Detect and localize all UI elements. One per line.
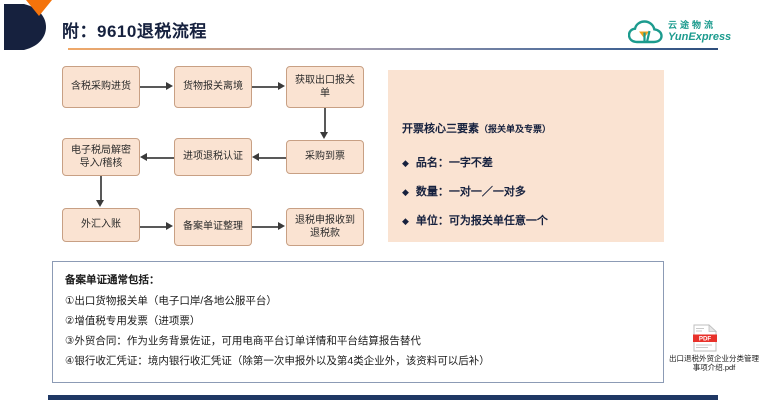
flow-node-4[interactable]: 采购到票 xyxy=(286,140,364,174)
info-bullet-2: ◆ 数量：一对一／一对多 xyxy=(402,183,526,199)
connector-2-3 xyxy=(252,86,279,88)
pdf-file-icon[interactable]: PDF xyxy=(692,324,718,352)
diamond-bullet-icon: ◆ xyxy=(402,216,409,226)
info-panel-heading-main: 开票核心三要素 xyxy=(402,123,479,135)
arrow-4-5-icon xyxy=(252,153,259,161)
info-bullet-1: ◆ 品名：一字不差 xyxy=(402,154,493,170)
connector-8-9 xyxy=(252,226,279,228)
note-line-3: ③外贸合同：作为业务背景佐证，可用电商平台订单详情和平台结算报告替代 xyxy=(65,335,421,347)
title-divider xyxy=(68,48,718,50)
info-bullet-1-text: 品名：一字不差 xyxy=(415,157,493,169)
info-bullet-3-text: 单位：可为报关单任意一个 xyxy=(415,215,548,227)
diamond-bullet-icon: ◆ xyxy=(402,158,409,168)
decorative-triangle-icon xyxy=(26,0,52,16)
flow-node-6[interactable]: 电子税局解密导入/稽核 xyxy=(62,138,140,176)
logo-text-cn: 云途物流 xyxy=(668,20,717,30)
filing-documents-note-box: 备案单证通常包括： ①出口货物报关单（电子口岸/各地公服平台） ②增值税专用发票… xyxy=(52,261,664,383)
brand-logo: 云途物流 YunExpress xyxy=(627,16,731,48)
flow-node-3[interactable]: 获取出口报关单 xyxy=(286,66,364,108)
diamond-bullet-icon: ◆ xyxy=(402,187,409,197)
connector-1-2 xyxy=(140,86,167,88)
info-panel-heading: 开票核心三要素（报关单及专票） xyxy=(402,120,551,136)
arrow-5-6-icon xyxy=(140,153,147,161)
yunexpress-cloud-icon xyxy=(627,20,664,46)
footer-bar xyxy=(48,395,718,400)
info-bullet-3: ◆ 单位：可为报关单任意一个 xyxy=(402,212,548,228)
arrow-6-7-icon xyxy=(96,200,104,207)
arrow-3-4-icon xyxy=(320,132,328,139)
page-title: 附：9610退税流程 xyxy=(62,22,207,41)
svg-text:PDF: PDF xyxy=(699,335,712,342)
note-line-2: ②增值税专用发票（进项票） xyxy=(65,315,201,327)
flow-node-9[interactable]: 退税申报收到退税款 xyxy=(286,208,364,246)
connector-4-5 xyxy=(259,157,286,159)
tax-refund-flowchart: 含税采购进货 货物报关离境 获取出口报关单 采购到票 进项退税认证 电子税局解密… xyxy=(0,0,380,260)
arrow-1-2-icon xyxy=(166,82,173,90)
info-bullet-2-text: 数量：一对一／一对多 xyxy=(415,186,526,198)
note-box-title: 备案单证通常包括： xyxy=(65,274,160,286)
invoice-key-elements-panel: 开票核心三要素（报关单及专票） ◆ 品名：一字不差 ◆ 数量：一对一／一对多 ◆ 单位… xyxy=(388,70,664,242)
flow-node-7[interactable]: 外汇入账 xyxy=(62,208,140,242)
connector-5-6 xyxy=(147,157,174,159)
flow-node-2[interactable]: 货物报关离境 xyxy=(174,66,252,108)
arrow-7-8-icon xyxy=(166,222,173,230)
note-line-1: ①出口货物报关单（电子口岸/各地公服平台） xyxy=(65,295,277,307)
arrow-2-3-icon xyxy=(278,82,285,90)
arrow-8-9-icon xyxy=(278,222,285,230)
connector-6-7 xyxy=(100,176,102,201)
flow-node-5[interactable]: 进项退税认证 xyxy=(174,138,252,176)
flow-node-8[interactable]: 备案单证整理 xyxy=(174,208,252,246)
pdf-attachment[interactable]: PDF 出口退税外贸企业分类管理事项介绍.pdf xyxy=(668,324,760,382)
pdf-attachment-filename: 出口退税外贸企业分类管理事项介绍.pdf xyxy=(669,354,759,373)
info-panel-heading-sub: （报关单及专票） xyxy=(479,124,552,134)
flow-node-1[interactable]: 含税采购进货 xyxy=(62,66,140,108)
connector-7-8 xyxy=(140,226,167,228)
logo-text-en: YunExpress xyxy=(668,31,732,43)
note-line-4: ④银行收汇凭证：境内银行收汇凭证（除第一次申报外以及第4类企业外，该资料可以后补… xyxy=(65,355,490,367)
connector-3-4 xyxy=(324,108,326,133)
